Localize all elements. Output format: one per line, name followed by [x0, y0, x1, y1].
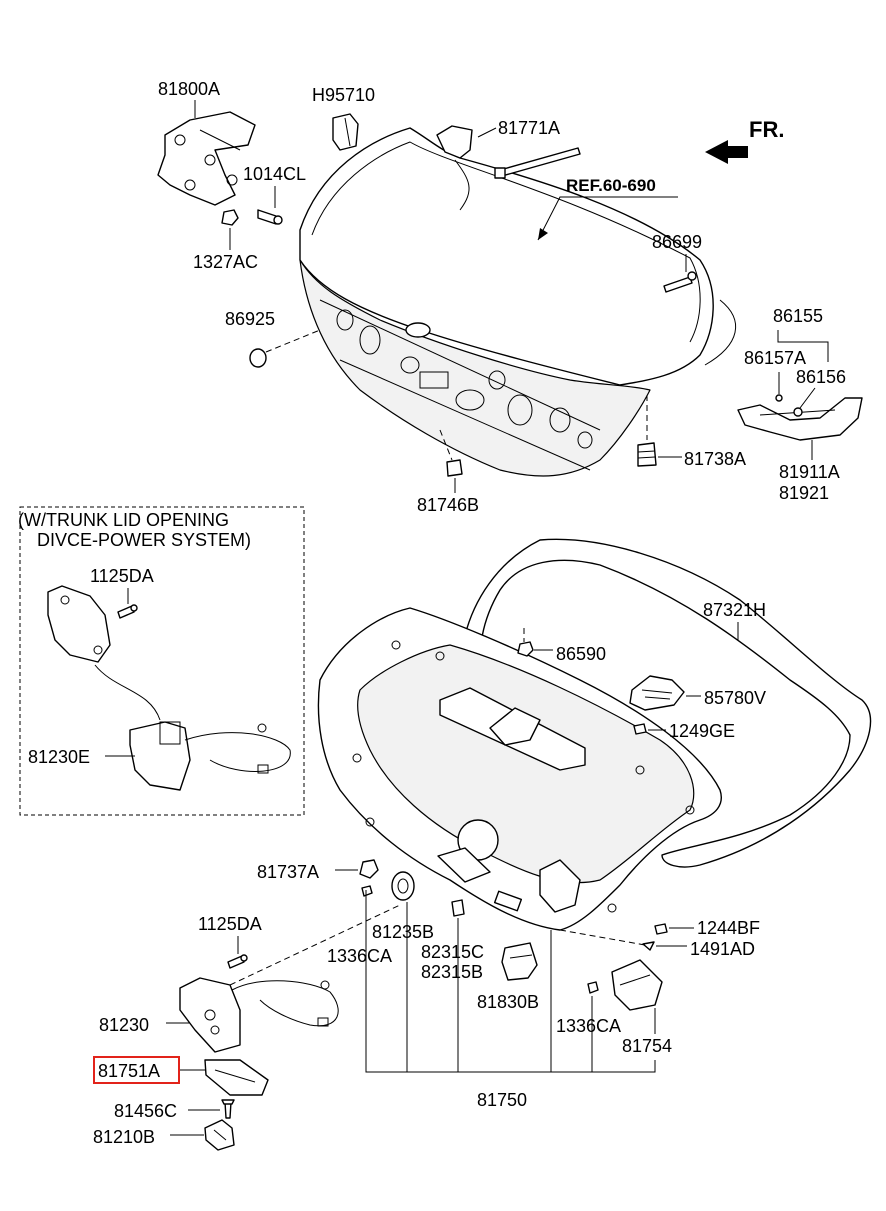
bolt-1125DA-power [117, 604, 138, 619]
trunk-lid-hinge-81800A [157, 111, 256, 206]
part-label-1244BF[interactable]: 1244BF [697, 918, 760, 938]
bolt-1125DA [227, 954, 248, 969]
part-label-86925[interactable]: 86925 [225, 309, 275, 329]
part-label-81771A[interactable]: 81771A [498, 118, 560, 138]
hinge-bracket-81771A [436, 125, 581, 179]
part-label-1491AD[interactable]: 1491AD [690, 939, 755, 959]
grommet-81235B [391, 871, 415, 901]
part-label-86590[interactable]: 86590 [556, 644, 606, 664]
assembly-bracket-81750 [365, 890, 656, 1073]
part-label-85780V[interactable]: 85780V [704, 688, 766, 708]
part-label-86155[interactable]: 86155 [773, 306, 823, 326]
part-label-82315B[interactable]: 82315B [421, 962, 483, 982]
part-label-81750[interactable]: 81750 [477, 1090, 527, 1110]
part-label-81800A[interactable]: 81800A [158, 79, 220, 99]
reference-label: REF.60-690 [566, 176, 656, 195]
note-line-2: DIVCE-POWER SYSTEM) [37, 530, 251, 550]
switch-81751A [204, 1059, 269, 1096]
power-system-option-box [19, 506, 305, 816]
part-label-81738A[interactable]: 81738A [684, 449, 746, 469]
screw-1249GE [633, 723, 647, 735]
clip-1336CA-right [587, 981, 599, 994]
part-label-86156[interactable]: 86156 [796, 367, 846, 387]
part-label-1336CA-right[interactable]: 1336CA [556, 1016, 621, 1036]
latch-81230 [179, 904, 401, 1053]
part-label-1327AC[interactable]: 1327AC [193, 252, 258, 272]
clip-81737A [359, 859, 379, 879]
power-actuator-81230E [47, 585, 291, 791]
part-label-1014CL[interactable]: 1014CL [243, 164, 306, 184]
part-label-81456C[interactable]: 81456C [114, 1101, 177, 1121]
clip-1491AD [642, 941, 655, 951]
part-label-87321H[interactable]: 87321H [703, 600, 766, 620]
part-label-1336CA-left[interactable]: 1336CA [327, 946, 392, 966]
plug-86699 [663, 271, 697, 293]
part-label-81230[interactable]: 81230 [99, 1015, 149, 1035]
part-label-81746B[interactable]: 81746B [417, 495, 479, 515]
part-label-86157A[interactable]: 86157A [744, 348, 806, 368]
part-label-82315C[interactable]: 82315C [421, 942, 484, 962]
trunk-lid-trim-panel-81750 [317, 607, 722, 931]
trunk-lid-outer-panel [299, 127, 737, 477]
part-label-81830B[interactable]: 81830B [477, 992, 539, 1012]
highlighted-part-box [93, 1056, 180, 1084]
weatherstrip-87321H [461, 538, 872, 868]
screw-1244BF [654, 923, 668, 935]
screw-81456C [221, 1099, 235, 1119]
part-label-81235B[interactable]: 81235B [372, 922, 434, 942]
bolt-1014CL [257, 209, 283, 225]
part-label-86699[interactable]: 86699 [652, 232, 702, 252]
part-label-81210B[interactable]: 81210B [93, 1127, 155, 1147]
part-label-1125DA-power[interactable]: 1125DA [90, 566, 154, 586]
cap-86925 [249, 348, 267, 368]
bumper-H95710 [332, 113, 359, 151]
nut-1327AC [221, 209, 239, 226]
clip-86590 [517, 641, 534, 657]
control-module-81754 [611, 959, 663, 1011]
clip-1336CA-left [361, 885, 373, 897]
part-label-81737A[interactable]: 81737A [257, 862, 319, 882]
front-direction-arrow-icon [705, 140, 748, 164]
part-label-81754[interactable]: 81754 [622, 1036, 672, 1056]
part-label-1125DA[interactable]: 1125DA [198, 914, 262, 934]
striker-81210B [204, 1119, 235, 1151]
part-label-H95710[interactable]: H95710 [312, 85, 375, 105]
bumper-81738A [637, 442, 657, 467]
part-label-81751A[interactable]: 81751A [98, 1061, 160, 1081]
bumper-81746B [446, 459, 463, 477]
switch-81830B [501, 942, 538, 981]
pull-handle-85780V [629, 675, 685, 711]
garnish-bracket-81911A [737, 394, 863, 441]
note-line-1: (W/TRUNK LID OPENING [18, 510, 229, 530]
part-label-81230E[interactable]: 81230E [28, 747, 90, 767]
part-label-1249GE[interactable]: 1249GE [669, 721, 735, 741]
front-direction-label: FR. [749, 117, 784, 142]
part-label-81921[interactable]: 81921 [779, 483, 829, 503]
part-label-81911A[interactable]: 81911A [779, 462, 840, 482]
fastener-82315C [451, 899, 465, 917]
